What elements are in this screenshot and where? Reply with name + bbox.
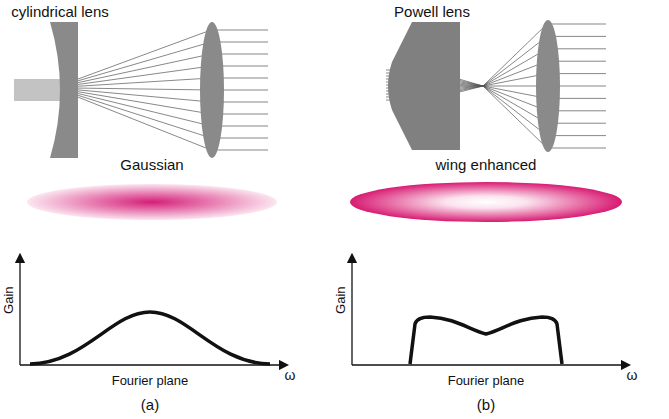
convex-lens [536,20,560,152]
gain-curve [30,312,270,364]
panel-label: (b) [477,397,495,414]
axis-label: Fourier plane [448,374,525,388]
cylindrical-lens-shape [50,22,78,158]
axis-label: Gain [2,286,16,313]
axis-symbol: ω [285,368,296,383]
powell-lens-shape [388,22,460,150]
axis-label: Fourier plane [112,374,189,388]
lens-name: Powell lens [394,4,470,21]
wing-profile [350,182,622,222]
panel-label: (a) [141,397,159,414]
lens-name: cylindrical lens [11,4,109,21]
axis-label: Gain [334,286,348,313]
profile-name: Gaussian [120,157,183,174]
convex-lens [200,22,224,158]
light-rays [14,24,606,150]
gaussian-profile [27,184,277,220]
gain-curve [410,317,562,364]
profile-name: wing enhanced [436,157,537,174]
axis-symbol: ω [627,368,638,383]
axes [20,258,626,365]
